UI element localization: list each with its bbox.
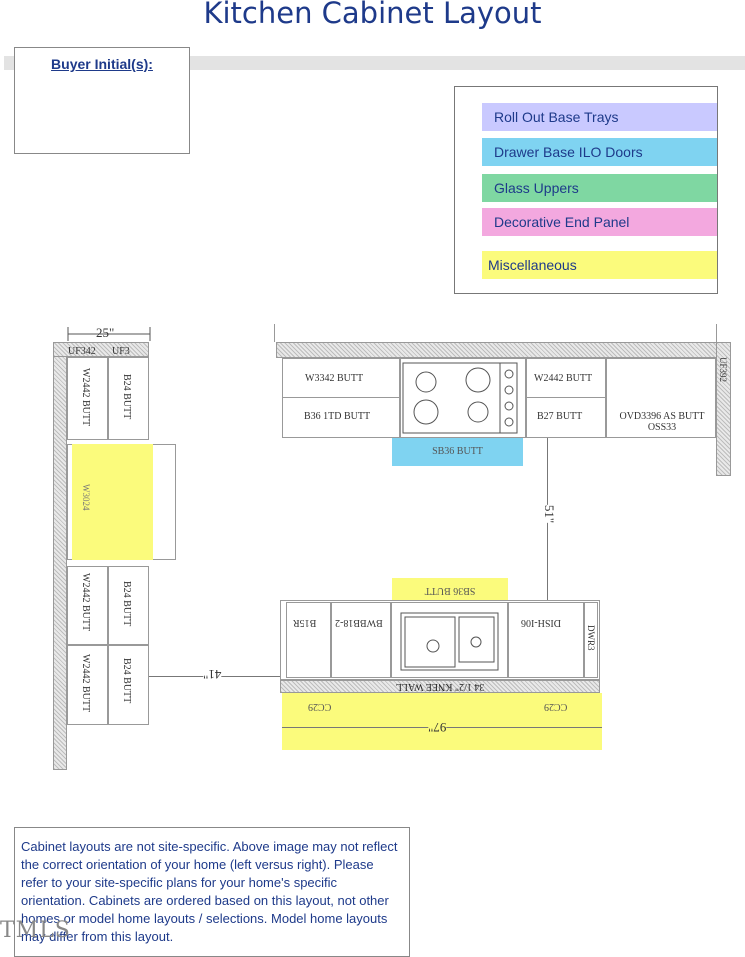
wall-tick-left <box>274 324 275 342</box>
cabinet-label: B24 BUTT <box>121 581 132 627</box>
wall-cabinet-w3342: W3342 BUTT <box>282 358 400 398</box>
wall-cabinet-w2442-top: W2442 BUTT <box>526 358 606 398</box>
buyer-initials-box: Buyer Initial(s): <box>14 47 190 154</box>
cabinet-label-b27: B27 BUTT <box>537 411 583 422</box>
base-cabinet-bwbb18: BWBB18-2 <box>331 602 391 678</box>
cabinet-label: BWBB18-2 <box>335 617 383 628</box>
ovd-label: OVD3396 AS BUTT <box>619 411 705 422</box>
countertop-overhang-highlight: CC29 CC29 97" <box>282 693 602 750</box>
cabinet-label: B24 BUTT <box>121 374 132 420</box>
cabinet-label: OVD3396 AS BUTT OSS33 <box>613 411 711 433</box>
disclaimer-text: Cabinet layouts are not site-specific. A… <box>21 839 398 944</box>
base-cabinet-b24-3: B24 BUTT <box>108 645 149 725</box>
disclaimer-box: Cabinet layouts are not site-specific. A… <box>14 827 410 957</box>
wall-tick-right <box>716 324 717 342</box>
filler-label-uf342: UF342 <box>68 346 96 357</box>
wall-cabinet-w2442-2: W2442 BUTT <box>67 566 108 645</box>
cabinet-label-b36: B36 1TD BUTT <box>304 411 371 422</box>
cooktop-icon <box>402 362 518 434</box>
filler-label-uf3: UF3 <box>112 346 130 357</box>
cooktop-cabinet <box>400 358 526 438</box>
knee-wall: 34 1/2" KNEE WALL <box>280 680 600 693</box>
cabinet-label: SB36 BUTT <box>432 446 483 457</box>
dimension-41-label: 41" <box>203 666 222 682</box>
sink-base-sb36-highlight: SB36 BUTT <box>392 438 523 466</box>
cabinet-label: B24 BUTT <box>121 658 132 704</box>
knee-wall-label: 34 1/2" KNEE WALL <box>395 681 485 692</box>
legend-roll-out-trays: Roll Out Base Trays <box>482 103 717 131</box>
cabinet-label: DWR3 <box>586 625 596 651</box>
dimension-97-label: 97" <box>428 719 447 735</box>
legend-label: Glass Uppers <box>494 180 579 196</box>
legend-label: Roll Out Base Trays <box>494 109 619 125</box>
color-legend: Roll Out Base Trays Drawer Base ILO Door… <box>454 86 718 294</box>
legend-drawer-base: Drawer Base ILO Doors <box>482 138 717 166</box>
left-wall <box>53 342 67 770</box>
corbel-label-right: CC29 <box>544 701 568 712</box>
drawer-base-dwr3: DWR3 <box>584 602 598 678</box>
cabinet-label: W2442 BUTT <box>80 368 91 427</box>
cabinet-label: W2442 BUTT <box>534 373 593 384</box>
top-wall <box>276 342 731 358</box>
base-cabinet-b24-1: B24 BUTT <box>108 357 149 440</box>
wall-cabinet-w2442-3: W2442 BUTT <box>67 645 108 725</box>
dimension-51-label: 51" <box>541 504 558 524</box>
legend-decorative-end-panel: Decorative End Panel <box>482 208 717 236</box>
cabinet-label: SB36 BUTT <box>424 585 476 596</box>
left-wall-top-filler <box>53 342 149 357</box>
base-cabinet-b15r: B15R <box>286 602 331 678</box>
cabinet-label: W2442 BUTT <box>80 573 91 632</box>
cabinet-label: W3024 <box>81 484 91 511</box>
legend-glass-uppers: Glass Uppers <box>482 174 717 202</box>
dimension-25-line <box>67 327 151 341</box>
oven-cabinet: OVD3396 AS BUTT OSS33 <box>606 358 716 438</box>
corbel-label-left: CC29 <box>308 701 332 712</box>
dimension-25-label: 25" <box>96 325 115 340</box>
page-title: Kitchen Cabinet Layout <box>203 0 542 30</box>
legend-label: Drawer Base ILO Doors <box>494 144 643 160</box>
sink-icon <box>400 612 499 671</box>
base-cabinet-b24-2: B24 BUTT <box>108 566 149 645</box>
legend-miscellaneous: Miscellaneous <box>482 251 717 279</box>
oss-label: OSS33 <box>647 422 677 433</box>
sink-base-island <box>391 602 508 678</box>
wall-cabinet-w2442-1: W2442 BUTT <box>67 357 108 440</box>
wall-cabinet-w3024: W3024 <box>72 444 153 560</box>
watermark: TMLS <box>0 918 71 943</box>
cabinet-label: DISH-I06 <box>521 617 561 628</box>
filler-label-uf392: UF392 <box>718 357 728 383</box>
legend-label: Miscellaneous <box>488 257 577 273</box>
island-sb36-highlight: SB36 BUTT <box>392 578 508 602</box>
cabinet-label: B15R <box>293 617 317 628</box>
dishwasher-dish-i06: DISH-I06 <box>508 602 584 678</box>
cabinet-label: W2442 BUTT <box>80 654 91 713</box>
right-wall: UF392 <box>716 342 731 476</box>
legend-label: Decorative End Panel <box>494 214 630 230</box>
buyer-initials-label: Buyer Initial(s): <box>51 56 153 72</box>
cabinet-label: W3342 BUTT <box>305 373 364 384</box>
